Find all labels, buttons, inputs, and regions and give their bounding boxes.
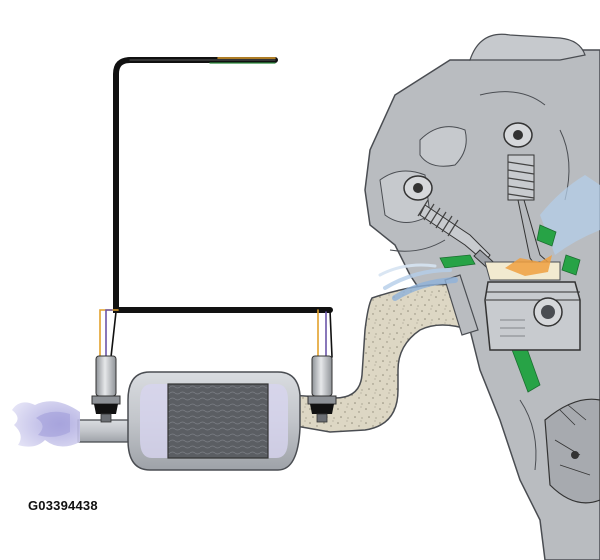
sensor-wiring-harness xyxy=(99,57,333,358)
figure-code: G03394438 xyxy=(28,498,98,513)
converter-core xyxy=(167,383,269,459)
combustion-chamber xyxy=(484,255,561,281)
crankshaft xyxy=(544,398,600,504)
camshaft-exhaust xyxy=(403,175,433,201)
tailpipe-exhaust-cloud xyxy=(12,401,80,447)
downstream-oxygen-sensor-icon xyxy=(307,355,337,423)
exhaust-manifold-pipe xyxy=(289,274,479,433)
camshaft-intake xyxy=(503,122,533,148)
exhaust-gas-wisps xyxy=(378,263,458,301)
combustion-flame xyxy=(505,255,552,276)
piston xyxy=(484,281,581,351)
catalytic-converter-icon xyxy=(77,371,301,471)
upstream-oxygen-sensor-icon xyxy=(91,355,121,423)
